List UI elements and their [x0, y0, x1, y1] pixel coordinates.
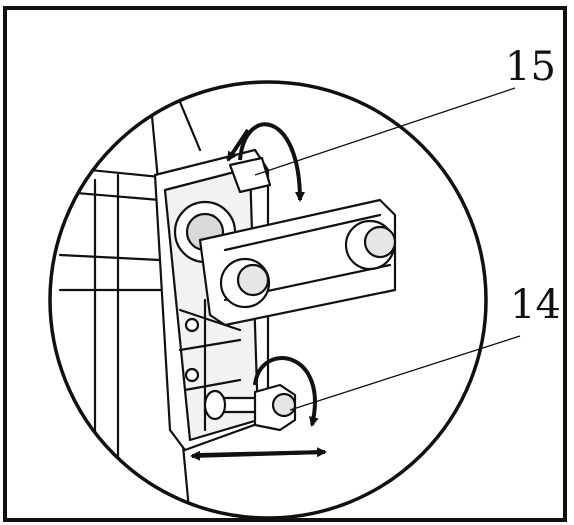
lower-rotate-arrow	[253, 356, 319, 427]
motion-arrows	[190, 122, 327, 461]
leader-line-14	[289, 335, 521, 411]
horizontal-adjust-arrow-back	[190, 450, 326, 461]
leader-line-15	[254, 87, 516, 176]
upper-rotate-arrow-tail	[226, 128, 250, 162]
detail-circle-contents	[50, 88, 397, 518]
callout-15: 15	[505, 44, 556, 90]
upper-rotate-arrow	[238, 122, 305, 202]
bracket-bolt-left	[219, 257, 271, 309]
detail-circle	[48, 80, 488, 520]
callout-14: 14	[510, 282, 561, 328]
bracket-bolt-right	[344, 219, 397, 271]
adjustment-bolt	[203, 383, 297, 432]
